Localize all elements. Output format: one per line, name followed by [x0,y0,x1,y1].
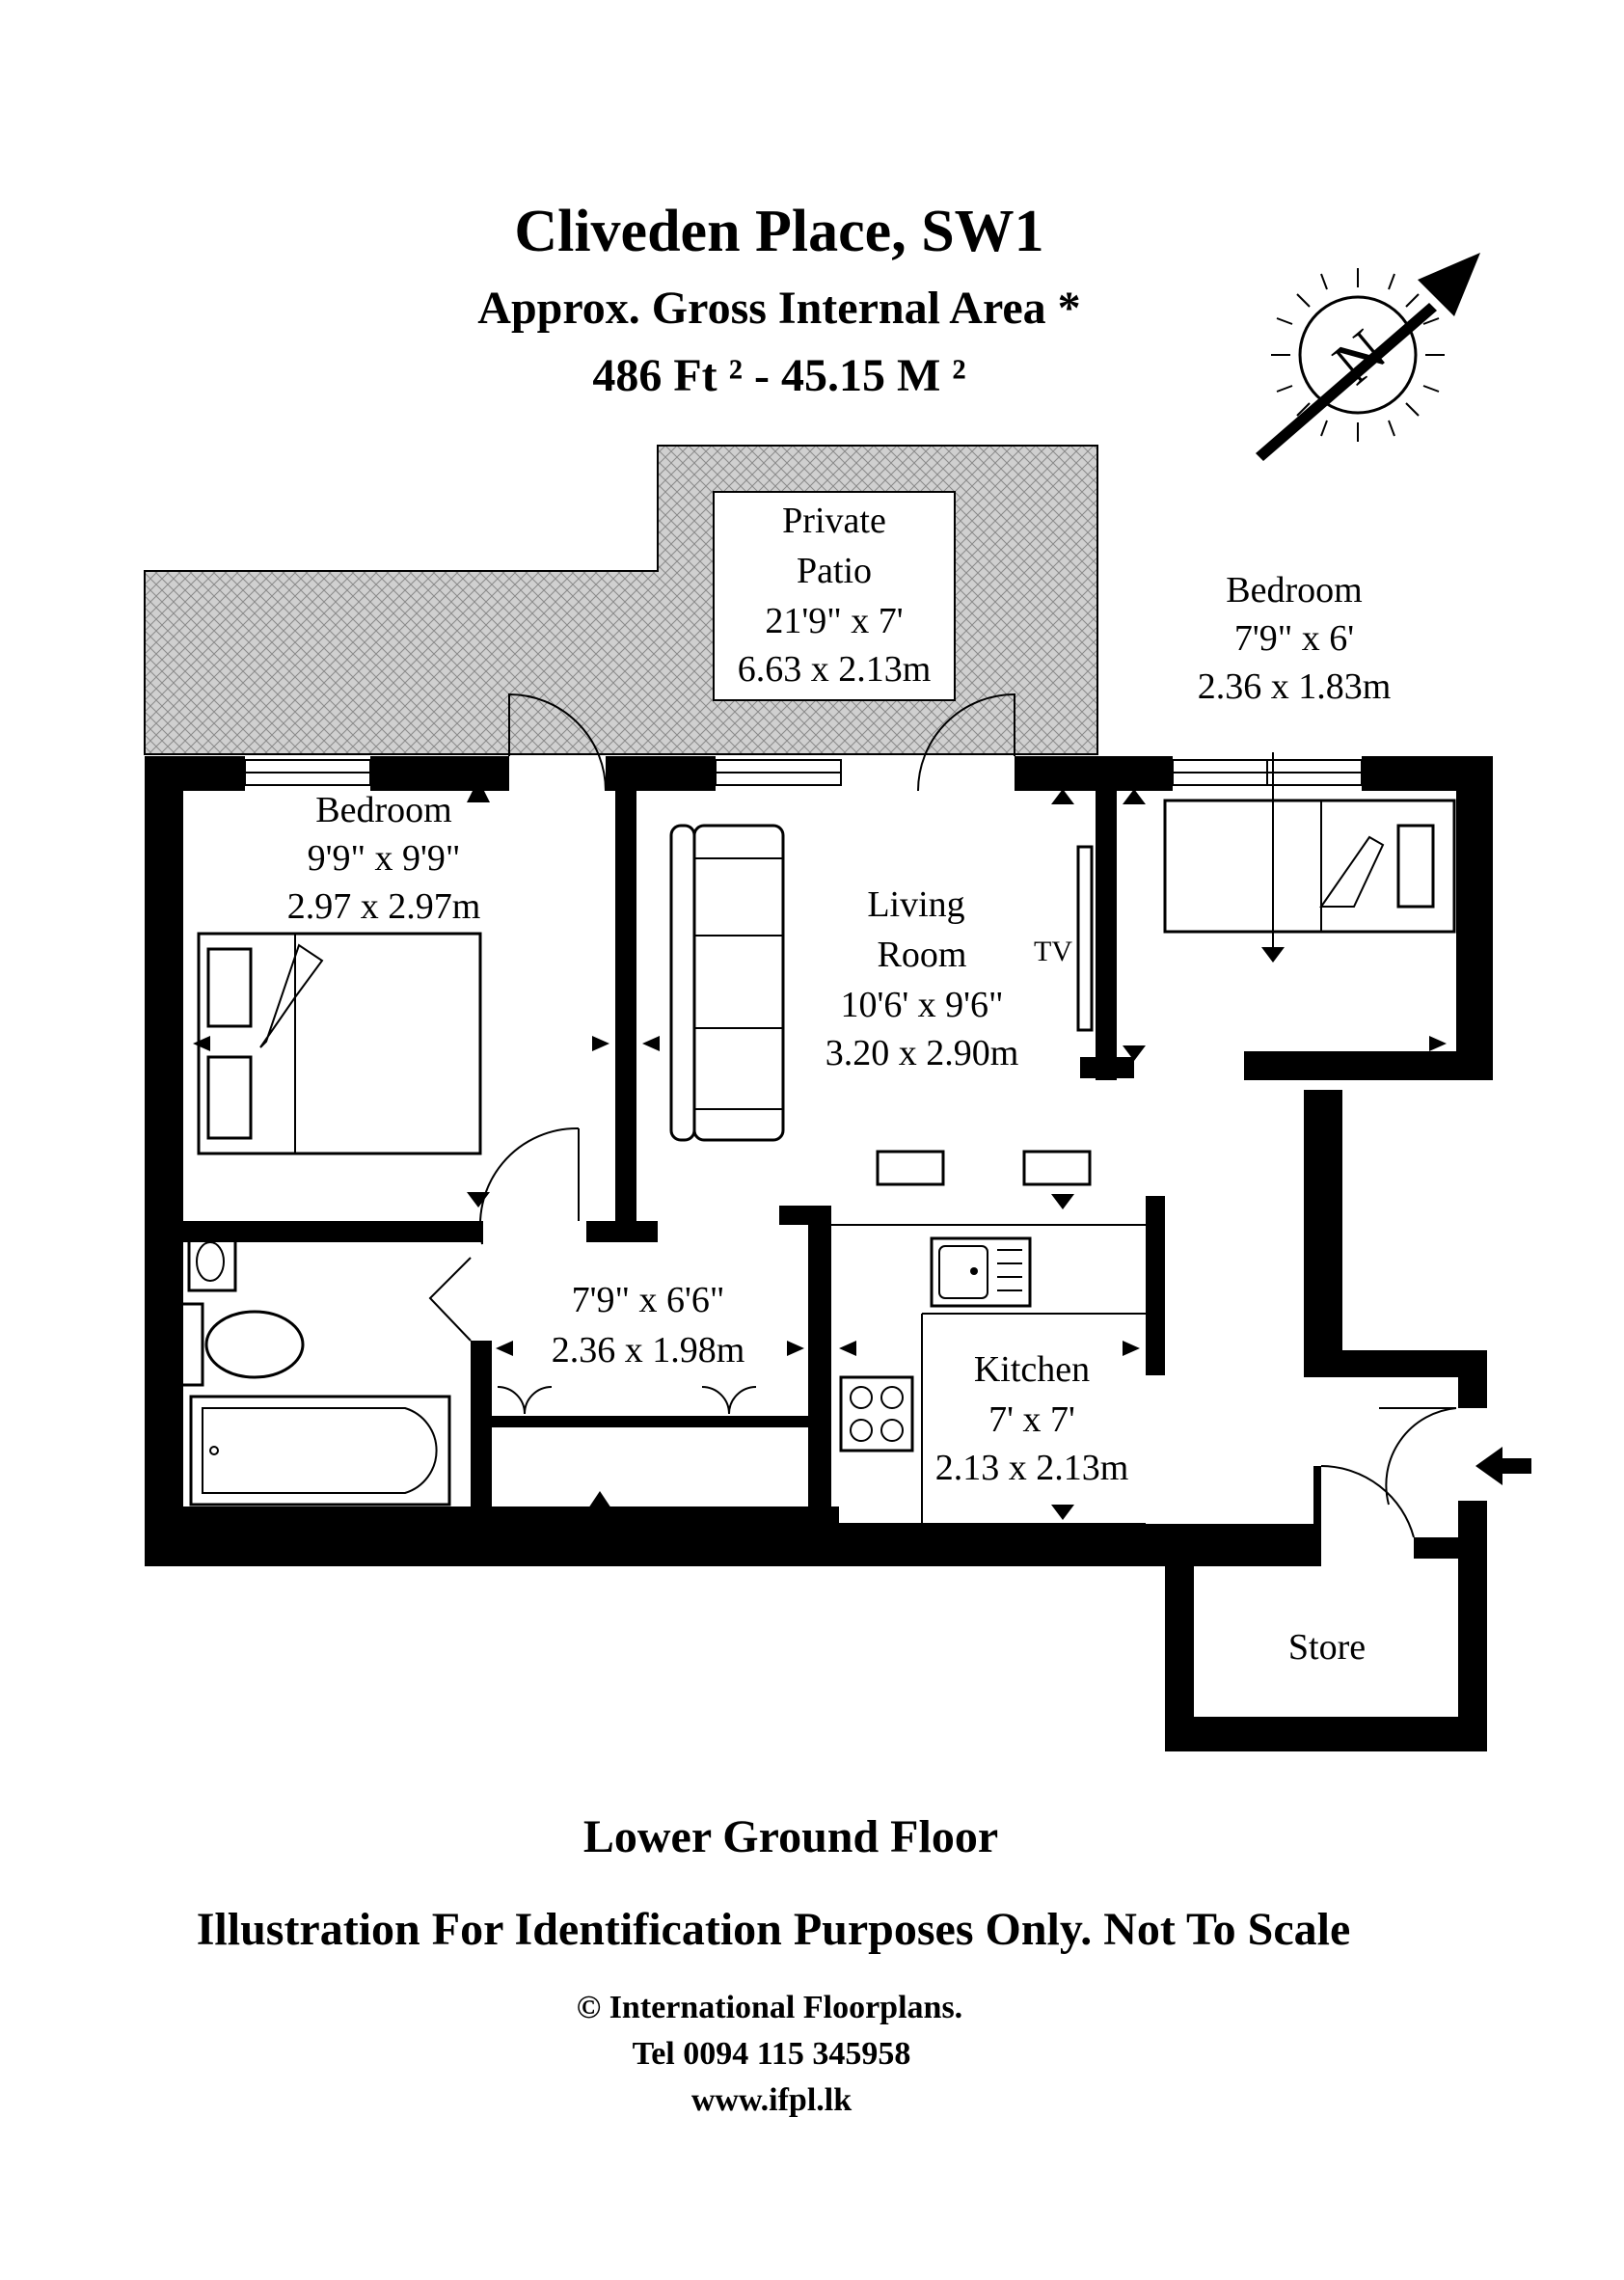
walls [145,756,1493,1751]
living-name-line1: Living [867,884,964,925]
living-name-line2: Room [878,935,967,975]
company-name: © International Floorplans. [577,1990,962,2025]
living-metric: 3.20 x 2.90m [826,1033,1019,1073]
bedroom-left-name: Bedroom [315,790,451,830]
entrance-arrow-icon [1475,1447,1531,1485]
bedroom-right-metric: 2.36 x 1.83m [1198,666,1392,707]
room-hall: 7'9" x 6'6" 2.36 x 1.98m [552,1280,745,1371]
single-bed-icon [1163,799,1456,934]
bedroom-left-metric: 2.97 x 2.97m [287,886,481,927]
plan-title: Cliveden Place, SW1 [514,199,1043,264]
living-imperial: 10'6' x 9'6" [840,985,1003,1025]
store-label: Store [1288,1627,1366,1668]
toilet-icon [172,1302,305,1387]
room-patio: Private Patio 21'9" x 7' 6.63 x 2.13m [738,501,932,690]
company-website: www.ifpl.lk [691,2082,852,2118]
tv-label: TV [1034,936,1072,967]
bedroom-right-imperial: 7'9" x 6' [1234,618,1354,659]
company-phone: Tel 0094 115 345958 [633,2036,911,2072]
patio-name-line2: Patio [797,551,872,591]
side-table-icon [876,1150,945,1186]
windows [244,759,1363,786]
doors [428,692,1457,1538]
patio-label-box [713,491,956,701]
kitchen-worktop [831,1224,1146,1525]
double-bed-icon [197,932,482,1155]
bathtub-icon [189,1395,451,1506]
hob-icon [839,1375,914,1452]
hall-imperial: 7'9" x 6'6" [572,1280,725,1320]
floor-label: Lower Ground Floor [583,1811,998,1862]
hall-metric: 2.36 x 1.98m [552,1330,745,1371]
patio-name-line1: Private [782,501,886,541]
bedroom-right-name: Bedroom [1226,570,1362,611]
wardrobe-doors [497,1386,757,1415]
plan-subtitle: Approx. Gross Internal Area * [477,283,1080,334]
plan-area: 486 Ft ² - 45.15 M ² [592,350,965,401]
room-bedroom-right: Bedroom 7'9" x 6' 2.36 x 1.83m [1198,570,1392,707]
bedroom-left-imperial: 9'9" x 9'9" [308,838,461,879]
washbasin-icon [187,1231,237,1292]
dimension-markers [193,779,1447,1520]
sofa-icon [669,824,785,1142]
kitchen-name: Kitchen [974,1349,1090,1390]
disclaimer-text: Illustration For Identification Purposes… [197,1904,1351,1955]
side-table-icon [1022,1150,1092,1186]
room-kitchen: Kitchen 7' x 7' 2.13 x 2.13m [935,1349,1129,1488]
patio-metric: 6.63 x 2.13m [738,649,932,690]
room-living: Living Room 10'6' x 9'6" 3.20 x 2.90m TV [826,884,1073,1073]
kitchen-metric: 2.13 x 2.13m [935,1448,1129,1488]
tv-unit-icon [1076,845,1094,1032]
patio-imperial: 21'9" x 7' [765,601,903,641]
room-bedroom-left: Bedroom 9'9" x 9'9" 2.97 x 2.97m [287,790,481,927]
kitchen-imperial: 7' x 7' [988,1399,1075,1440]
north-compass-icon: N [1256,253,1480,461]
sink-icon [930,1236,1032,1308]
